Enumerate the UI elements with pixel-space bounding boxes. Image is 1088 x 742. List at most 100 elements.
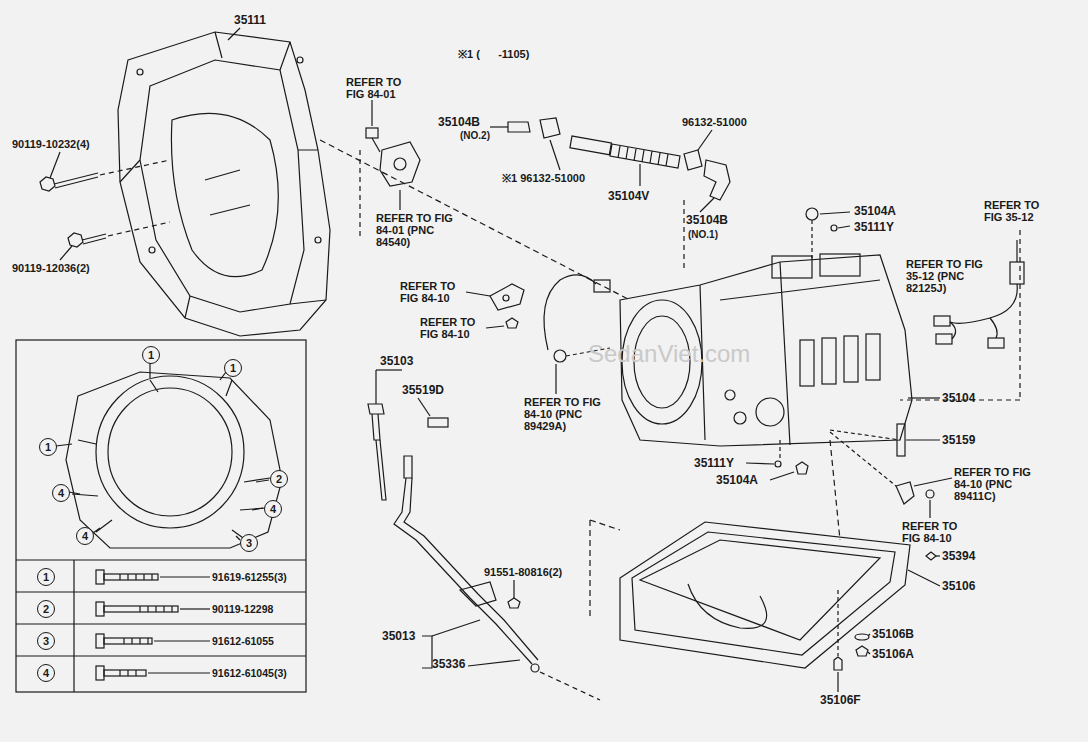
drawing-stroke — [866, 334, 880, 380]
part-number: 96132-51000 — [682, 116, 747, 128]
reference-note: REFER TO FIG 84-01 — [346, 76, 410, 100]
drawing-stroke — [16, 623, 306, 624]
drawing-stroke — [897, 424, 905, 456]
drawing-stroke — [490, 284, 524, 310]
drawing-stroke — [490, 126, 508, 127]
drawing-stroke — [376, 369, 402, 370]
drawing-stroke — [104, 606, 178, 612]
dipstick-tube — [394, 456, 600, 700]
part-number: 35104V — [608, 190, 649, 202]
callout-circle: 1 — [224, 359, 242, 377]
drawing-stroke — [372, 414, 380, 440]
drawing-stroke — [950, 322, 956, 339]
drawing-stroke — [837, 590, 838, 656]
drawing-stroke — [104, 574, 158, 580]
drawing-stroke — [96, 376, 244, 528]
drawing-stroke — [124, 638, 148, 644]
drawing-stroke — [554, 350, 566, 362]
part-number: 35106F — [820, 694, 861, 706]
drawing-stroke — [16, 559, 306, 560]
reference-note: REFER TO FIG 84-10 — [902, 520, 966, 544]
part-number: 35111Y — [694, 457, 734, 469]
housing-bolts — [40, 152, 170, 260]
part-number: ※1 96132-51000 — [502, 172, 585, 184]
drawing-stroke — [508, 598, 520, 608]
drawing-stroke — [428, 418, 448, 427]
callout-number: 1 — [45, 442, 51, 453]
drawing-stroke — [830, 430, 900, 440]
drawing-stroke — [775, 461, 781, 467]
drawing-stroke — [486, 326, 504, 328]
callout-number: 1 — [230, 363, 236, 374]
drawing-stroke — [640, 540, 880, 640]
drawing-stroke — [914, 478, 952, 486]
part-note: (NO.1) — [688, 229, 718, 241]
drawing-stroke — [315, 237, 321, 243]
drawing-stroke — [394, 158, 406, 170]
note-text: ※1 ( -1105) — [458, 48, 529, 60]
drawing-stroke — [811, 220, 812, 258]
drawing-stroke — [1010, 262, 1024, 284]
reference-note: REFER TO FIG 84-10 — [400, 280, 464, 304]
drawing-stroke — [950, 284, 1017, 323]
callout-number: 4 — [270, 504, 276, 515]
drawing-stroke — [779, 440, 780, 460]
drawing-stroke — [118, 32, 330, 336]
drawing-stroke — [108, 222, 170, 236]
part-number: 35104B — [686, 214, 728, 226]
drawing-stroke — [228, 28, 240, 40]
callout-circle: 4 — [52, 484, 70, 502]
drawing-stroke — [926, 552, 936, 560]
part-number: 35394 — [942, 550, 975, 562]
callout-circle: 3 — [240, 534, 258, 552]
drawing-stroke — [160, 576, 210, 577]
drawing-stroke — [772, 256, 812, 278]
drawing-stroke — [55, 177, 98, 188]
drawing-stroke — [698, 130, 712, 150]
callout-number: 3 — [43, 636, 49, 647]
callout-circle: 4 — [264, 500, 282, 518]
drawing-stroke — [830, 440, 840, 540]
drawing-stroke — [844, 336, 858, 382]
callout-circle: 4 — [76, 527, 94, 545]
small-parts — [830, 424, 952, 518]
drawing-stroke — [371, 100, 372, 126]
part-number: 35104 — [942, 392, 975, 404]
reference-note: REFER TO FIG 84-01 (PNC 84540) — [376, 212, 454, 248]
part-number: 35104A — [854, 205, 896, 217]
drawing-stroke — [513, 580, 514, 598]
drawing-stroke — [422, 636, 432, 668]
drawing-stroke — [149, 363, 150, 378]
drawing-stroke — [1019, 230, 1020, 400]
drawing-stroke — [868, 634, 870, 636]
callout-number: 2 — [43, 604, 49, 615]
bell-housing — [118, 28, 330, 336]
part-number: 35159 — [942, 434, 975, 446]
drawing-stroke — [366, 128, 378, 138]
drawing-stroke — [104, 670, 146, 676]
callout-circle: 1 — [142, 346, 160, 364]
drawing-stroke — [508, 122, 530, 132]
reference-note: REFER TO FIG 84-10 (PNC 89429A) — [524, 396, 604, 432]
drawing-stroke — [468, 660, 520, 666]
reference-note: REFER TO FIG 84-10 — [420, 316, 484, 340]
drawing-stroke — [531, 664, 539, 672]
drawing-stroke — [929, 500, 930, 518]
drawing-stroke — [700, 198, 714, 212]
drawing-stroke — [148, 672, 210, 673]
part-number: 35106 — [942, 580, 975, 592]
drawing-stroke — [418, 398, 430, 416]
reference-note: REFER TO FIG 84-10 (PNC 89411C) — [954, 466, 1036, 502]
callout-circle: 2 — [270, 470, 288, 488]
drawing-stroke — [806, 208, 818, 220]
drawing-stroke — [540, 672, 600, 700]
drawing-stroke — [620, 522, 910, 668]
drawing-stroke — [618, 146, 668, 166]
drawing-stroke — [990, 318, 997, 338]
oil-pan — [590, 440, 940, 692]
part-note: (NO.2) — [460, 130, 490, 142]
part-number: 35519D — [402, 384, 444, 396]
drawing-stroke — [746, 463, 774, 464]
